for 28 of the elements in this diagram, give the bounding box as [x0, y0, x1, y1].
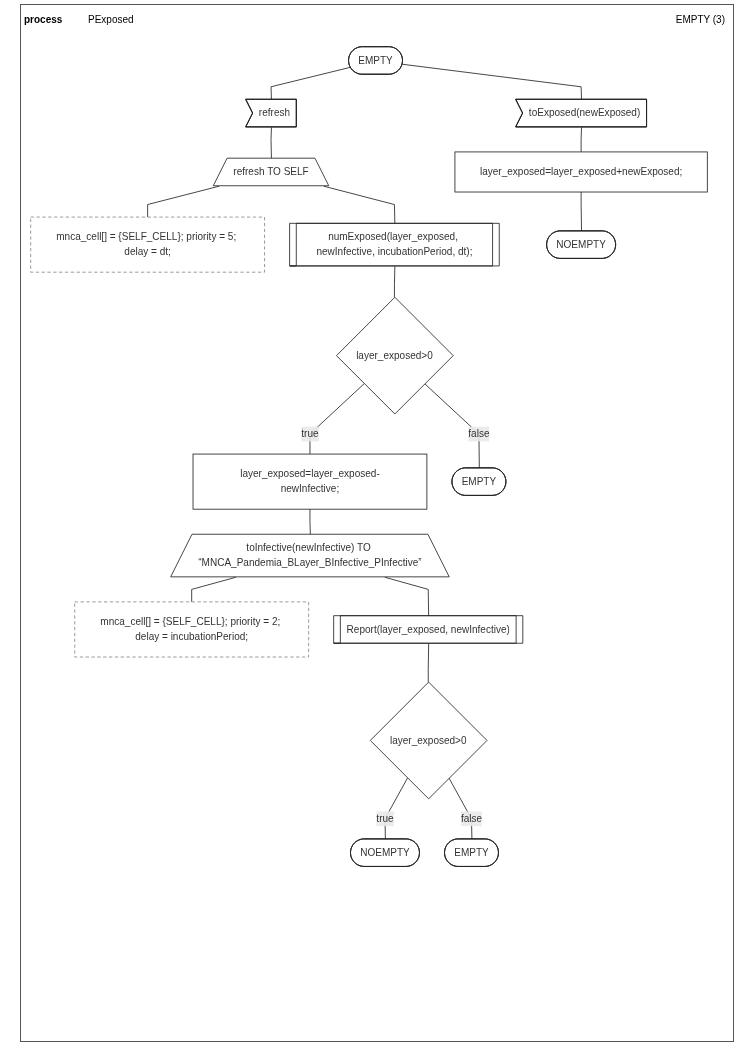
node-box: mnca_cell[] = {SELF_CELL}; priority = 2; delay = incubationPeriod;	[74, 601, 310, 658]
connector	[270, 66, 351, 101]
edge-label: false	[460, 813, 483, 825]
node-diamond: layer_exposed>0	[369, 681, 488, 800]
connector	[309, 508, 311, 536]
connector	[580, 126, 582, 153]
connector	[147, 185, 220, 218]
connector	[448, 777, 473, 840]
edge-label: true	[301, 428, 319, 440]
node-box: mnca_cell[] = {SELF_CELL}; priority = 5; delay = dt;	[30, 216, 265, 273]
node-box: layer_exposed=layer_exposed+newExposed;	[454, 151, 708, 193]
connector	[384, 576, 430, 617]
connector	[394, 265, 396, 298]
connector	[424, 383, 480, 469]
connector	[309, 383, 365, 455]
keyword-label: process	[24, 14, 63, 25]
connector	[191, 576, 237, 603]
edge-label: true	[376, 813, 394, 825]
connector	[323, 185, 396, 225]
edge-label: false	[468, 428, 490, 440]
connector	[402, 63, 582, 101]
connector	[580, 191, 582, 232]
connector	[427, 643, 430, 683]
node-diamond: layer_exposed>0	[336, 296, 454, 415]
page-label: EMPTY (3)	[675, 14, 725, 25]
process-name: PExposed	[88, 14, 134, 25]
connector	[270, 126, 272, 160]
node-box: layer_exposed=layer_exposed-newInfective;	[192, 453, 428, 510]
